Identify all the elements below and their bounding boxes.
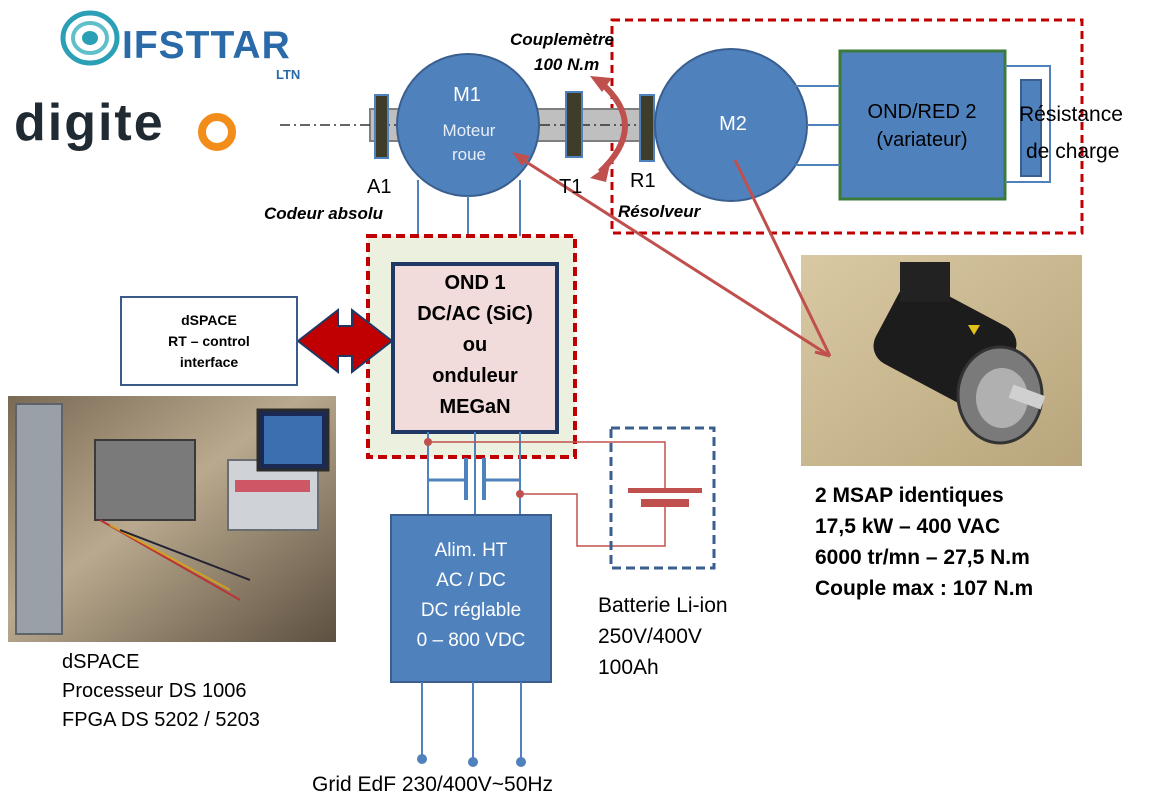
grid-terminal <box>516 757 526 767</box>
couplemetre-label-1: Couplemètre <box>510 30 614 49</box>
alim-line: DC réglable <box>420 600 522 621</box>
ond1-text: OND 1 DC/AC (SiC) ou onduleur MEGaN <box>395 268 555 423</box>
dspace-caption-line: Processeur DS 1006 <box>62 680 247 702</box>
m1-sub1: Moteur <box>442 121 496 140</box>
alim-line: AC / DC <box>436 570 506 591</box>
ond2-line2: (variateur) <box>876 129 968 151</box>
dspace-caption-line: FPGA DS 5202 / 5203 <box>62 709 260 731</box>
msap-motor-photo <box>801 255 1082 466</box>
ond2-line1: OND/RED 2 <box>867 101 977 123</box>
m2-title: M2 <box>719 113 747 135</box>
ifsttar-logo <box>60 10 120 66</box>
torque-arrow <box>597 79 628 175</box>
alim-line: 0 – 800 VDC <box>416 630 526 651</box>
battery-icon <box>628 488 702 493</box>
r1-label: R1 <box>630 170 656 192</box>
battery-line: 250V/400V <box>598 625 702 648</box>
alim-line: Alim. HT <box>434 540 508 561</box>
dspace-caption: dSPACE Processeur DS 1006 FPGA DS 5202 /… <box>62 648 260 735</box>
dspace-interface-line: interface <box>179 353 239 370</box>
ond-red2-block <box>838 49 1007 201</box>
dspace-caption-line: dSPACE <box>62 651 140 673</box>
alim-ht-block <box>390 514 552 683</box>
dc-capacitor <box>428 458 520 500</box>
ifsttar-logo-text: IFSTTAR <box>122 24 291 67</box>
ond1-line: onduleur <box>432 365 518 387</box>
ond1-line: DC/AC (SiC) <box>417 303 533 325</box>
resistance-line1: Résistance <box>1019 103 1123 126</box>
msap-line: Couple max : 107 N.m <box>815 577 1034 600</box>
resistance-line2: de charge <box>1026 140 1120 163</box>
control-double-arrow-shape <box>296 307 394 375</box>
ond1-line: ou <box>462 334 488 356</box>
ifsttar-logo-sub: LTN <box>276 67 301 82</box>
digiteo-logo-o-icon <box>198 113 236 151</box>
grid-terminal <box>468 757 478 767</box>
battery-text: Batterie Li-ion 250V/400V 100Ah <box>598 590 728 683</box>
dspace-photo <box>8 396 336 642</box>
ond1-block <box>391 262 559 434</box>
torquemeter-t1 <box>565 91 583 158</box>
ond1-line: MEGaN <box>439 396 511 418</box>
encoder-a1 <box>374 94 389 159</box>
dspace-interface-line: dSPACE <box>181 311 237 328</box>
grid-label: Grid EdF 230/400V~50Hz <box>312 773 554 796</box>
m1-title: M1 <box>453 84 481 106</box>
resolveur-label: Résolveur <box>618 202 701 221</box>
t1-label: T1 <box>559 176 583 198</box>
msap-line: 6000 tr/mn – 27,5 N.m <box>815 546 1030 569</box>
battery-line: 100Ah <box>598 656 659 679</box>
dspace-interface-line: RT – control <box>168 332 250 349</box>
digiteo-logo-text: digite <box>14 94 165 152</box>
msap-line: 17,5 kW – 400 VAC <box>815 515 1001 538</box>
ond1-line: OND 1 <box>444 272 506 294</box>
battery-dashed-box <box>609 426 716 570</box>
load-resistor <box>1020 79 1042 177</box>
dspace-interface-box: dSPACE RT – control interface <box>120 296 298 386</box>
resolver-r1 <box>639 94 655 162</box>
grid-terminal <box>417 754 427 764</box>
battery-line: Batterie Li-ion <box>598 594 728 617</box>
couplemetre-label-2: 100 N.m <box>534 55 600 74</box>
alim-ht-text: Alim. HT AC / DC DC réglable 0 – 800 VDC <box>391 536 551 656</box>
load-side-dashed-box <box>610 18 1084 235</box>
msap-line: 2 MSAP identiques <box>815 484 1004 507</box>
codeur-label: Codeur absolu <box>264 204 384 223</box>
a1-label: A1 <box>367 176 392 198</box>
msap-specs: 2 MSAP identiques 17,5 kW – 400 VAC 6000… <box>815 480 1033 604</box>
m1-sub2: roue <box>451 145 487 164</box>
